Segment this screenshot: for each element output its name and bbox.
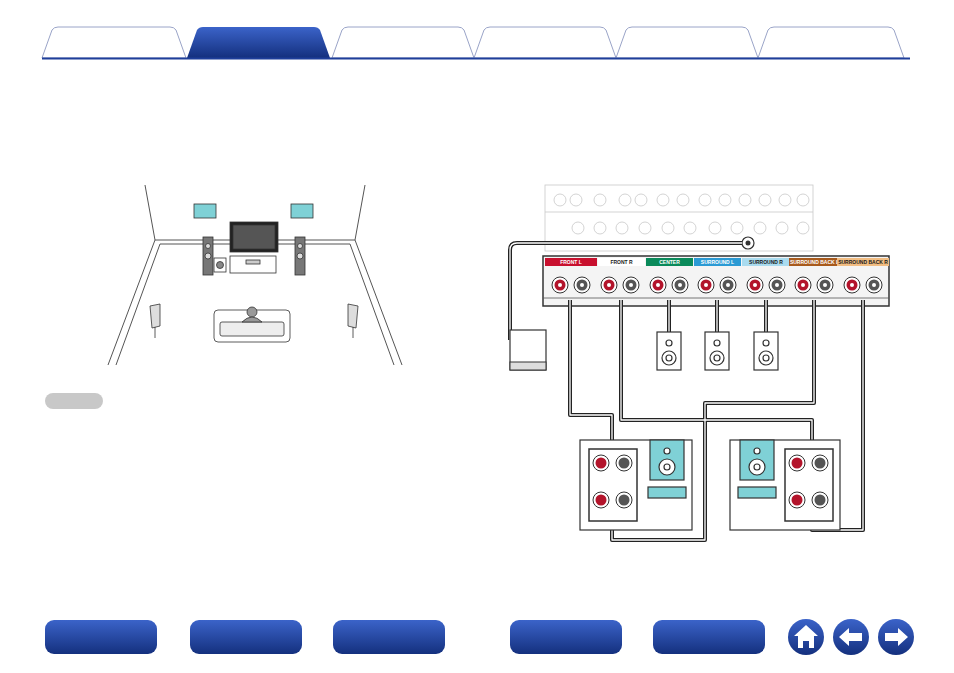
room-drawing xyxy=(108,185,402,365)
terminal-ring xyxy=(616,492,632,508)
terminal-label: FRONT R xyxy=(610,260,632,265)
terminal-ring xyxy=(812,455,828,471)
terminal-ring xyxy=(698,277,714,293)
subwoofer xyxy=(510,330,546,370)
terminal-ring xyxy=(623,277,639,293)
terminal-ring xyxy=(866,277,882,293)
terminal-label: FRONT L xyxy=(560,260,582,265)
terminal-band: SURROUND R xyxy=(742,258,790,266)
terminal-band: FRONT R xyxy=(598,258,645,266)
speaker-input-terminals xyxy=(593,455,828,508)
terminal-ring xyxy=(795,277,811,293)
front-speaker-left xyxy=(580,440,692,530)
terminal-hole xyxy=(656,283,660,287)
terminal-knob xyxy=(798,280,809,291)
terminal-band: FRONT L xyxy=(545,258,597,266)
terminal-knob xyxy=(619,495,630,506)
terminal-knob xyxy=(675,280,686,291)
terminal-ring xyxy=(844,277,860,293)
note-pill xyxy=(45,393,103,409)
terminal-hole xyxy=(558,283,562,287)
terminal-hole xyxy=(801,283,805,287)
terminal-band: SURROUND L xyxy=(694,258,741,266)
terminal-knob xyxy=(596,495,607,506)
terminal-hole xyxy=(704,283,708,287)
terminal-knob xyxy=(792,458,803,469)
terminal-knob xyxy=(772,280,783,291)
terminal-label: CENTER xyxy=(659,260,680,265)
terminal-knob xyxy=(815,458,826,469)
terminal-band: CENTER xyxy=(646,258,693,266)
terminal-ring xyxy=(720,277,736,293)
terminal-ring xyxy=(574,277,590,293)
room-speakers xyxy=(150,204,358,342)
terminal-hole xyxy=(850,283,854,287)
front-speaker-right xyxy=(730,440,840,530)
terminal-ring xyxy=(812,492,828,508)
terminal-hole xyxy=(726,283,730,287)
terminal-ring xyxy=(601,277,617,293)
terminal-ring xyxy=(552,277,568,293)
terminal-knob xyxy=(555,280,566,291)
terminal-hole xyxy=(753,283,757,287)
terminal-ring xyxy=(593,492,609,508)
terminal-ring xyxy=(650,277,666,293)
terminal-knob xyxy=(723,280,734,291)
terminal-hole xyxy=(678,283,682,287)
terminal-hole xyxy=(607,283,611,287)
pre-out-jack xyxy=(742,237,754,249)
terminal-ring xyxy=(817,277,833,293)
terminal-knob xyxy=(626,280,637,291)
speaker-terminals xyxy=(552,277,882,293)
speakers xyxy=(657,332,778,370)
terminal-knob xyxy=(750,280,761,291)
terminal-knob xyxy=(792,495,803,506)
tab-rule xyxy=(42,58,910,60)
terminal-label: SURROUND BACK R xyxy=(838,260,888,265)
terminal-knob xyxy=(604,280,615,291)
terminal-knob xyxy=(701,280,712,291)
terminal-label: SURROUND BACK L xyxy=(790,260,839,265)
pre-out-jack-pin xyxy=(746,241,751,246)
terminal-ring xyxy=(672,277,688,293)
terminal-knob xyxy=(619,458,630,469)
terminal-strip-rule xyxy=(543,298,889,299)
terminal-label: SURROUND R xyxy=(749,260,783,265)
terminal-strip xyxy=(543,256,889,306)
nav-icons xyxy=(794,625,908,648)
tab-bar xyxy=(42,27,904,58)
terminal-knob xyxy=(869,280,880,291)
terminal-knob xyxy=(577,280,588,291)
terminal-ring xyxy=(616,455,632,471)
terminal-label: SURROUND L xyxy=(701,260,734,265)
terminal-knob xyxy=(820,280,831,291)
terminal-knob xyxy=(815,495,826,506)
terminal-hole xyxy=(629,283,633,287)
terminal-knob xyxy=(596,458,607,469)
terminal-hole xyxy=(872,283,876,287)
terminal-hole xyxy=(580,283,584,287)
nav-buttons xyxy=(45,619,914,655)
terminal-band: SURROUND BACK L xyxy=(789,258,841,266)
terminal-hole xyxy=(823,283,827,287)
terminal-ring xyxy=(789,492,805,508)
terminal-ring xyxy=(789,455,805,471)
speaker-wires xyxy=(510,243,863,540)
terminal-ring xyxy=(593,455,609,471)
terminal-hole xyxy=(775,283,779,287)
terminal-ring xyxy=(769,277,785,293)
terminal-ring xyxy=(747,277,763,293)
terminal-knob xyxy=(653,280,664,291)
terminal-band: SURROUND BACK R xyxy=(837,258,889,266)
active-tab xyxy=(187,27,330,58)
terminal-knob xyxy=(847,280,858,291)
